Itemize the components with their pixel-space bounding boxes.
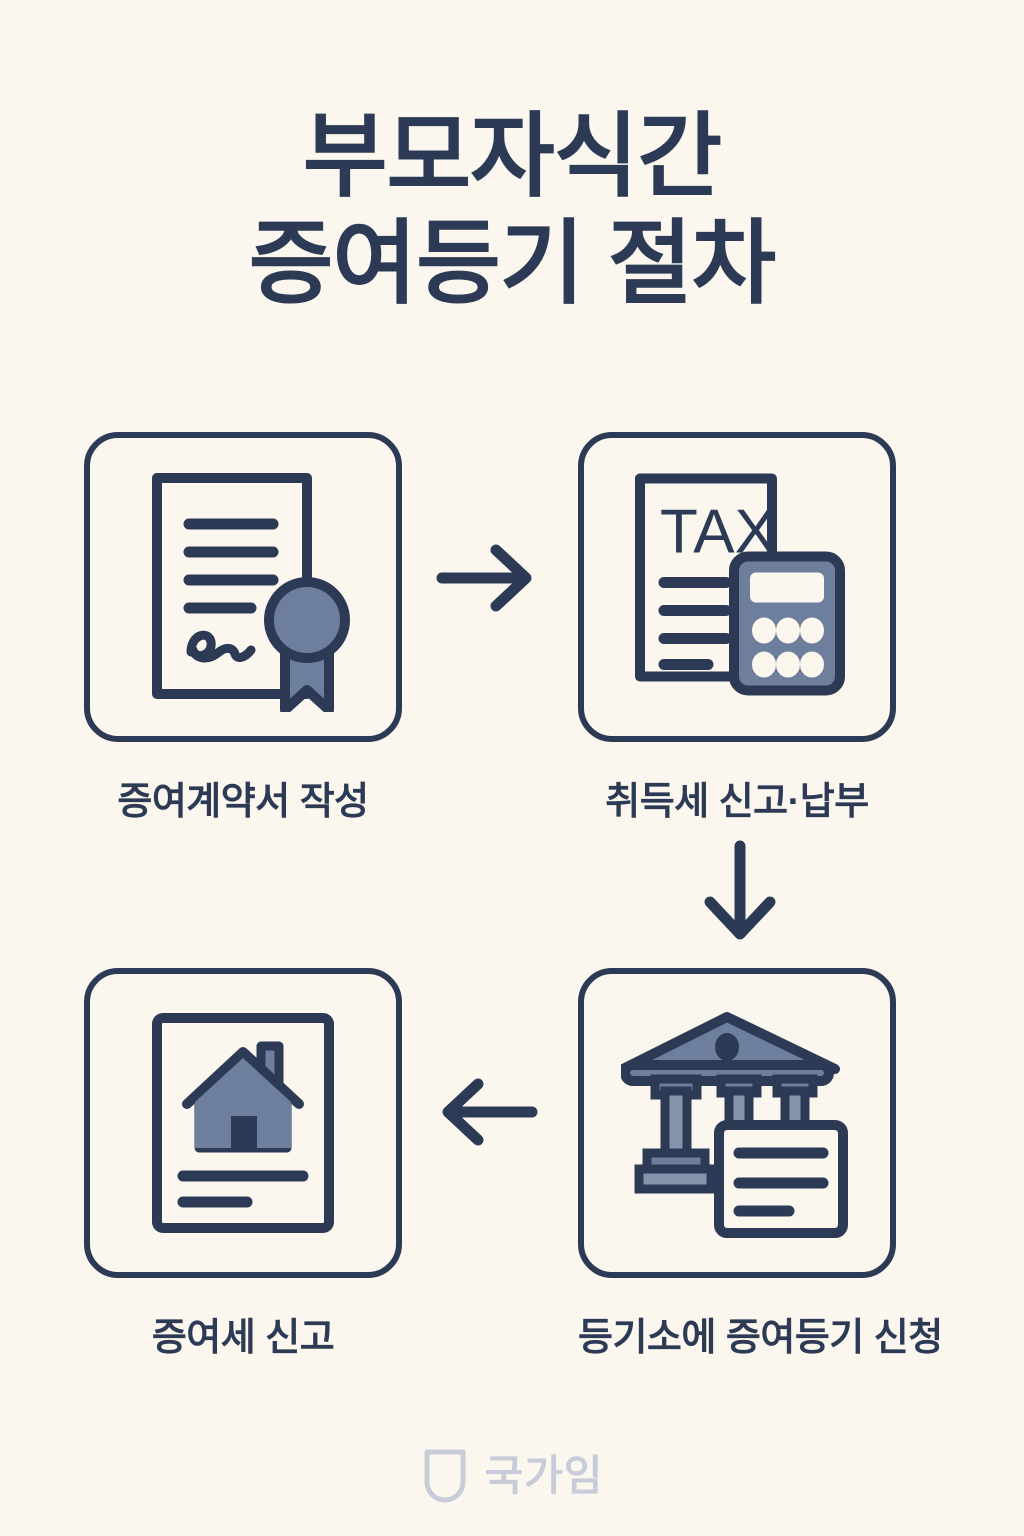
step-4-card[interactable] bbox=[84, 968, 402, 1278]
arrow-down-icon bbox=[704, 840, 776, 940]
government-building-with-document-icon bbox=[621, 1012, 848, 1238]
step-4-label: 증여세 신고 bbox=[151, 1317, 335, 1359]
step-2-card[interactable]: TAX bbox=[578, 432, 896, 742]
step-1-label: 증여계약서 작성 bbox=[117, 781, 369, 823]
title-line-2: 증여등기 절차 bbox=[248, 212, 776, 315]
step-3[interactable]: 등기소에 증여등기 신청 bbox=[578, 968, 943, 1361]
step-3-label: 등기소에 증여등기 신청 bbox=[578, 1317, 943, 1359]
watermark-text: 국가임 bbox=[484, 1452, 604, 1499]
step-1-card[interactable] bbox=[84, 432, 402, 742]
tax-document-with-calculator-icon: TAX bbox=[635, 473, 845, 696]
step-3-card[interactable] bbox=[578, 968, 896, 1278]
step-2[interactable]: TAX 취득세 신고·납부 bbox=[578, 432, 896, 825]
arrow-right-icon bbox=[436, 544, 532, 612]
step-1[interactable]: 증여계약서 작성 bbox=[84, 432, 402, 825]
title-line-1: 부모자식간 bbox=[302, 106, 722, 208]
watermark: 국가임 bbox=[0, 1448, 1024, 1504]
rounded-d-logo-icon bbox=[424, 1449, 466, 1503]
page-title: 부모자식간 증여등기 절차 bbox=[0, 104, 1024, 317]
arrow-left-icon bbox=[442, 1078, 538, 1146]
step-2-label: 취득세 신고·납부 bbox=[605, 781, 869, 823]
step-4[interactable]: 증여세 신고 bbox=[84, 968, 402, 1361]
contract-document-with-seal-icon bbox=[152, 473, 350, 712]
house-document-icon bbox=[152, 1013, 334, 1233]
